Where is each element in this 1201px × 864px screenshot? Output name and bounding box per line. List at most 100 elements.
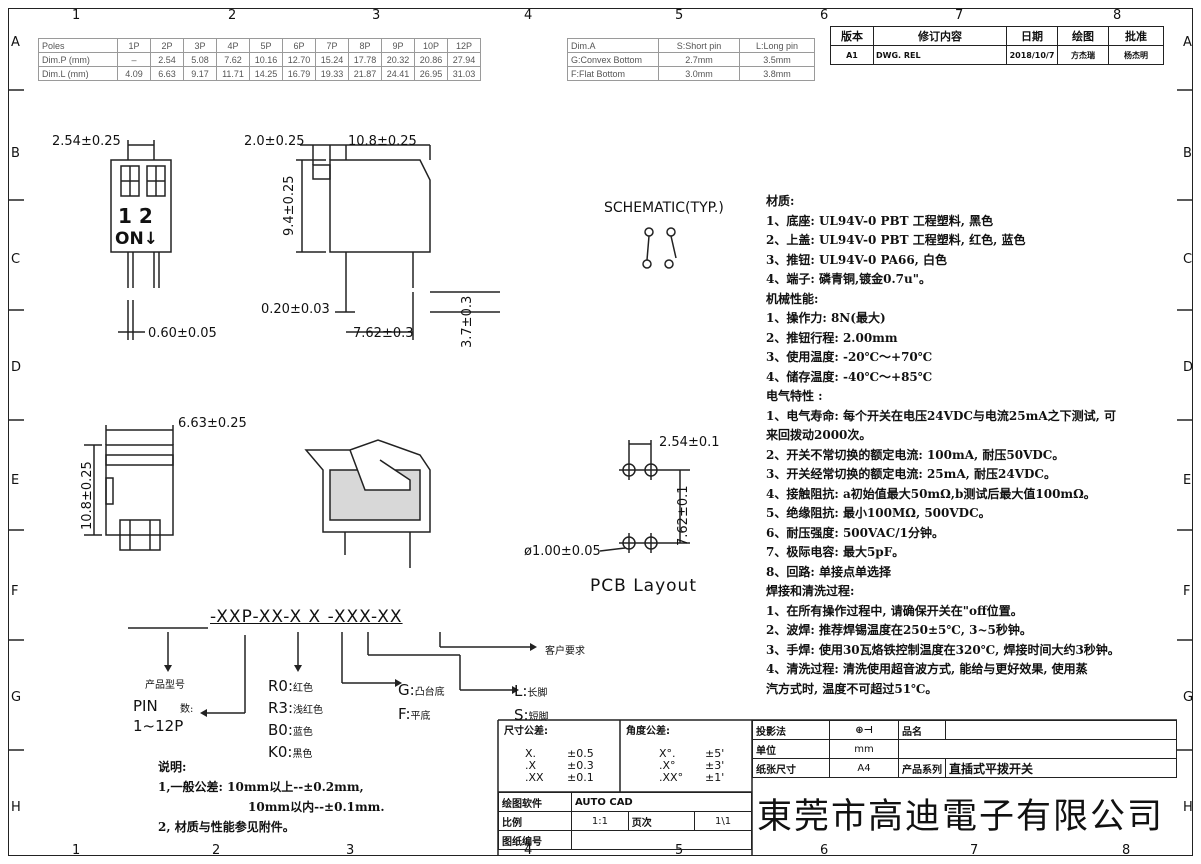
table-cell: 品名 bbox=[898, 720, 946, 740]
pin-length-option: S:短脚 bbox=[514, 704, 549, 728]
spec-line: 汽方式时, 温度不可超过51℃。 bbox=[766, 681, 938, 696]
table-cell: 1\1 bbox=[694, 811, 752, 831]
tol-cell: ±5' bbox=[705, 747, 725, 760]
zone-number: 8 bbox=[1122, 843, 1131, 858]
table-row: 比例 1:1 页次 1\1 bbox=[498, 811, 752, 831]
option-name: 红色 bbox=[293, 683, 314, 694]
table-cell: 产品系列 bbox=[898, 758, 946, 778]
option-name: 蓝色 bbox=[292, 727, 313, 738]
zone-letter: C bbox=[1183, 252, 1193, 267]
option-code: S: bbox=[514, 706, 529, 724]
zone-letter: H bbox=[11, 800, 21, 815]
switch-on-label: ON↓ bbox=[115, 229, 158, 249]
pin-label: PIN bbox=[133, 697, 158, 715]
option-name: 平底 bbox=[410, 711, 431, 722]
spec-line: 1、底座: UL94V-0 PBT 工程塑料, 黑色 bbox=[766, 213, 994, 228]
switch-number-labels: 12 bbox=[118, 204, 160, 228]
option-code: R3: bbox=[268, 699, 294, 717]
table-cell: 杨杰明 bbox=[1108, 45, 1164, 65]
table-row: 纸张尺寸 A4 产品系列 直插式平拨开关 bbox=[752, 758, 1177, 778]
zone-number: 3 bbox=[346, 843, 355, 858]
zone-letter: C bbox=[11, 252, 21, 267]
zone-number: 5 bbox=[675, 843, 684, 858]
zone-letter: G bbox=[1183, 690, 1194, 705]
zone-number: 2 bbox=[228, 8, 237, 23]
dim-side-height: 9.4±0.25 bbox=[282, 175, 297, 236]
zone-letter: A bbox=[1183, 35, 1192, 50]
table-cell: 图纸编号 bbox=[498, 830, 572, 850]
zone-number: 4 bbox=[524, 8, 533, 23]
zone-number: 3 bbox=[372, 8, 381, 23]
table-cell: 9.17 bbox=[183, 66, 217, 81]
table-cell: A4 bbox=[829, 758, 899, 778]
zone-letter: G bbox=[11, 690, 22, 705]
spec-line: 5、绝缘阻抗: 最小100MΩ, 500VDC。 bbox=[766, 506, 991, 520]
table-row: F:Flat Bottom 3.0mm 3.8mm bbox=[567, 66, 815, 81]
table-cell: mm bbox=[829, 739, 899, 759]
spec-line: 2、波焊: 推荐焊锡温度在250±5℃, 3~5秒钟。 bbox=[766, 623, 1032, 637]
dim-front-height: 10.8±0.25 bbox=[80, 461, 95, 530]
zone-letter: D bbox=[1183, 360, 1194, 375]
spec-line: 电气特性 : bbox=[766, 389, 823, 403]
notes-line: 10mm以内--±0.1mm. bbox=[248, 800, 385, 814]
zone-number: 2 bbox=[212, 843, 221, 858]
spec-line: 2、推钮行程: 2.00mm bbox=[766, 330, 898, 345]
zone-number: 1 bbox=[72, 843, 81, 858]
spec-line: 2、开关不常切换的额定电流: 100mA, 耐压50VDC。 bbox=[766, 447, 1065, 462]
pin-count-label: 数: bbox=[180, 704, 194, 715]
option-code: G: bbox=[398, 681, 415, 699]
dim-side-pin: 0.20±0.03 bbox=[261, 302, 330, 317]
drawing-info-table: 绘图软件 AUTO CAD 比例 1:1 页次 1\1 图纸编号 bbox=[498, 792, 752, 850]
notes-line: 2, 材质与性能参见附件。 bbox=[158, 820, 295, 834]
zone-number: 7 bbox=[970, 843, 979, 858]
zone-number: 8 bbox=[1113, 8, 1122, 23]
table-cell: 比例 bbox=[498, 811, 572, 831]
table-row: 图纸编号 bbox=[498, 830, 752, 850]
zone-letter: D bbox=[11, 360, 22, 375]
pin-length-table: Dim.A S:Short pin L:Long pin G:Convex Bo… bbox=[567, 38, 815, 81]
spec-line: 3、手焊: 使用30瓦烙铁控制温度在320℃, 焊接时间大约3秒钟。 bbox=[766, 642, 1120, 657]
option-name: 浅红色 bbox=[293, 705, 324, 716]
switch-label-1: 1 bbox=[118, 204, 139, 228]
table-cell bbox=[571, 830, 752, 850]
option-code: F: bbox=[398, 705, 411, 723]
spec-line: 7、极际电容: 最大5pF。 bbox=[766, 545, 905, 559]
tol-cell: .X° bbox=[659, 759, 676, 772]
spec-line: 4、端子: 磷青铜,镀金0.7u"。 bbox=[766, 272, 931, 286]
tol-cell: .XX° bbox=[659, 771, 684, 784]
table-row: 绘图软件 AUTO CAD bbox=[498, 792, 752, 812]
tol-cell: .XX bbox=[525, 771, 544, 784]
table-cell: AUTO CAD bbox=[571, 792, 752, 812]
tol-cell: ±0.5 bbox=[567, 747, 594, 760]
table-header: 批准 bbox=[1108, 26, 1164, 46]
table-cell: 1:1 bbox=[571, 811, 629, 831]
spec-line: 8、回路: 单接点单选择 bbox=[766, 564, 891, 579]
bottom-option: G:凸台底 bbox=[398, 679, 445, 703]
spec-line: 1、在所有操作过程中, 请确保开关在"off位置。 bbox=[766, 603, 1023, 618]
color-options: R0:红色 R3:浅红色 B0:蓝色 K0:黑色 bbox=[268, 676, 323, 764]
option-code: K0: bbox=[268, 743, 293, 761]
option-name: 长脚 bbox=[527, 688, 548, 699]
tol-cell: ±0.3 bbox=[567, 759, 594, 772]
poles-dimension-table: Poles 1P 2P 3P 4P 5P 6P 7P 8P 9P 10P 12P… bbox=[38, 38, 481, 81]
zone-letter: F bbox=[1183, 584, 1191, 599]
zone-number: 5 bbox=[675, 8, 684, 23]
option-name: 凸台底 bbox=[414, 687, 445, 698]
table-row: Dim.A S:Short pin L:Long pin bbox=[567, 38, 815, 53]
revision-table: 版本 修订内容 日期 绘图 批准 A1 DWG. REL 2018/10/7 方… bbox=[830, 26, 1164, 65]
dim-pcb-spacing: 7.62±0.1 bbox=[676, 485, 691, 546]
spec-line: 4、接触阻抗: a初始值最大50mΩ,b测试后最大值100mΩ。 bbox=[766, 486, 1096, 501]
spec-line: 3、使用温度: -20℃～+70℃ bbox=[766, 350, 933, 364]
table-cell: Dim.L (mm) bbox=[38, 66, 118, 81]
table-cell: 直插式平拨开关 bbox=[945, 758, 1177, 778]
tol-cell: ±0.1 bbox=[567, 771, 594, 784]
spec-line: 3、推钮: UL94V-0 PA66, 白色 bbox=[766, 252, 948, 267]
size-tolerance-label: 尺寸公差: bbox=[504, 726, 548, 737]
pcb-layout-label: PCB Layout bbox=[590, 576, 697, 596]
table-row: Dim.L (mm) 4.09 6.63 9.17 11.71 14.25 16… bbox=[38, 66, 481, 81]
zone-number: 4 bbox=[524, 843, 533, 858]
zone-number: 6 bbox=[820, 8, 829, 23]
table-cell: 纸张尺寸 bbox=[752, 758, 830, 778]
